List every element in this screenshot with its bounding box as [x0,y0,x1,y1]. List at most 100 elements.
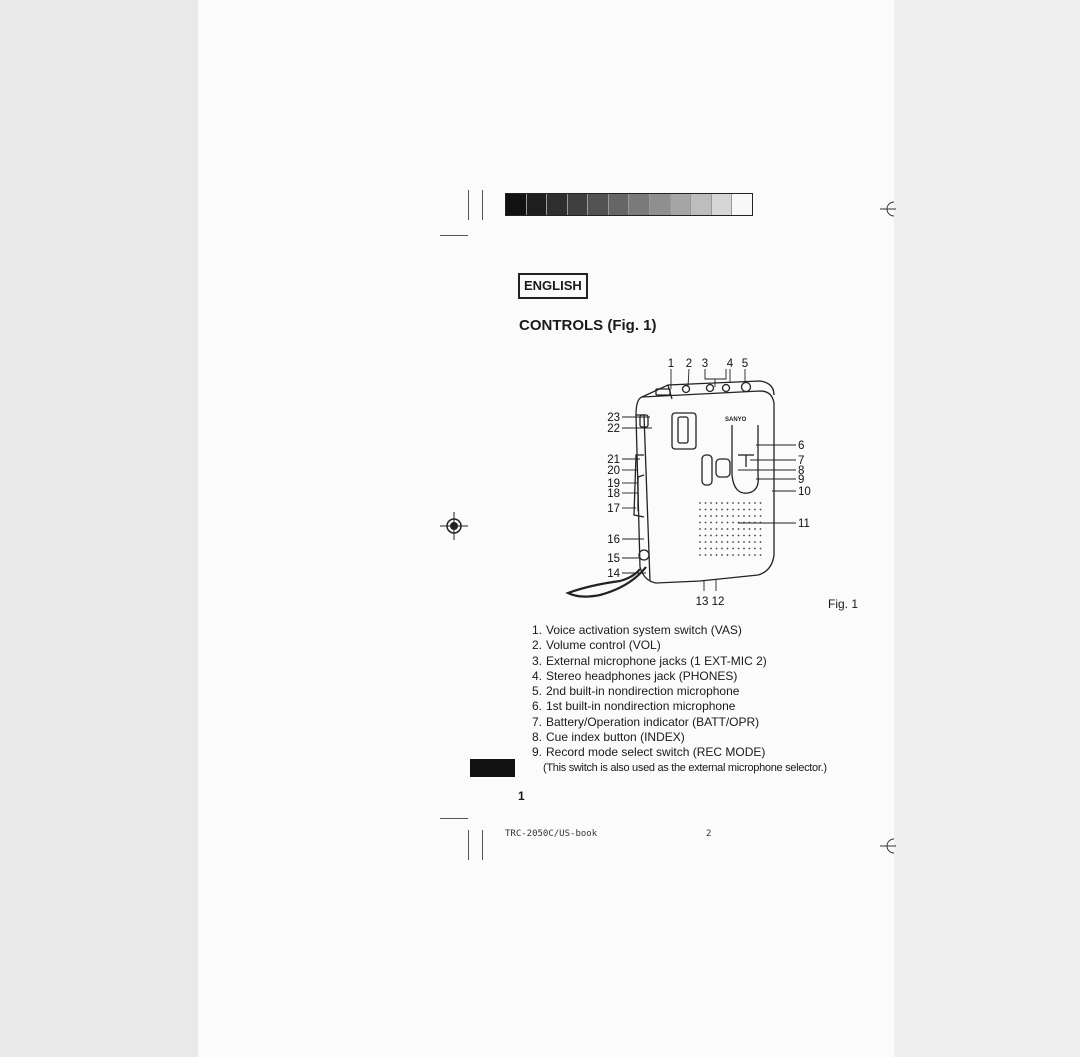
list-item-text: Voice activation system switch (VAS) [546,623,742,637]
speaker-grille-dot [715,528,718,530]
list-item: 1.Voice activation system switch (VAS) [526,623,767,638]
speaker-grille-dot [710,534,712,537]
speaker-grille-dot [759,502,762,504]
speaker-grille-dot [732,554,734,556]
crop-mark [482,190,483,220]
list-item-text: Battery/Operation indicator (BATT/OPR) [546,714,760,729]
speaker-grille-dot [754,554,756,556]
figure-callout-label: 13 12 [696,596,725,608]
list-item: 6.1st built-in nondirection microphone [526,699,767,714]
speaker-grille-dot [726,508,729,511]
list-item-number: 7. [531,714,542,729]
speaker-grille-dot [754,515,756,517]
list-item-number: 2. [531,638,542,653]
footer-page-number: 2 [706,829,712,839]
crop-mark [468,830,469,860]
speaker-grille-dot [732,534,734,537]
scan-background-right [894,0,1080,1057]
speaker-grille-dot [699,508,701,511]
speaker-grille-dot [737,508,740,511]
page-number: 1 [518,789,525,803]
figure-callout-label: 19 [607,478,620,490]
speaker-grille-dot [715,502,718,504]
speaker-grille-dot [704,534,707,537]
speaker-grille-dot [726,502,729,504]
figure-callout-label: 16 [607,534,620,546]
figure-callout-label: 6 [798,440,804,452]
speaker-grille-dot [737,534,740,537]
speaker-grille-dot [737,515,740,517]
speaker-grille-dot [732,508,734,511]
figure-callout-label: 18 [607,488,620,500]
grayscale-calibration-bar [505,193,753,216]
list-item: 8.Cue index button (INDEX) [526,730,767,745]
speaker-grille-dot [704,541,707,543]
speaker-grille-dot [704,521,707,524]
speaker-grille-dot [721,547,723,550]
speaker-grille-dot [748,528,751,530]
speaker-grille-dot [759,515,762,517]
speaker-grille-dot [721,515,723,517]
speaker-grille-dot [715,521,718,524]
speaker-grille-dot [748,534,751,537]
speaker-grille-dot [754,534,756,537]
speaker-grille-dot [704,508,707,511]
speaker-grille-dot [710,541,712,543]
list-item: 2. Volume control (VOL) [526,638,767,653]
figure-callout-label: 3 [702,358,708,370]
list-item-number: 6. [531,699,542,714]
list-item: 3.External microphone jacks (1 EXT-MIC 2… [526,654,767,669]
speaker-grille-dot [699,547,701,550]
speaker-grille-dot [743,502,745,504]
list-item-text: Record mode select switch (REC MODE) [546,745,766,760]
list-item-number: 8. [531,730,542,745]
calibration-swatch [629,194,651,215]
figure-callout-label: 7 [798,455,804,467]
figure-callout-label: 1 [668,358,674,370]
figure-callout-label: 4 [727,358,734,370]
list-item-text: Volume control (VOL) [546,638,661,653]
speaker-grille-dot [726,554,729,556]
speaker-grille-dot [743,534,745,537]
list-item-number: 3. [531,653,542,668]
speaker-grille-dot [710,508,712,511]
calibration-swatch [608,194,630,215]
figure-callout-label: 20 [607,465,620,477]
speaker-grille-dot [721,541,723,543]
speaker-grille-dot [726,534,729,537]
section-title: CONTROLS (Fig. 1) [519,317,657,334]
speaker-grille-dot [721,528,723,530]
speaker-grille-dot [748,547,751,550]
speaker-grille-dot [710,547,712,550]
crop-mark [482,830,483,860]
calibration-swatch [526,194,548,215]
speaker-grille-dot [759,541,762,543]
crop-mark [440,235,468,236]
calibration-swatch [732,194,752,215]
speaker-grille-dot [759,554,762,556]
speaker-grille-dot [715,515,718,517]
speaker-grille-dot [726,515,729,517]
list-item: 9. Record mode select switch (REC MODE) [526,745,767,760]
speaker-grille-dot [710,502,712,504]
speaker-grille-dot [721,508,723,511]
speaker-grille-dot [715,534,718,537]
list-item-number: 9. [531,745,542,760]
speaker-grille-dot [699,502,701,504]
list-item-number: 4. [531,668,542,683]
speaker-grille-dot [754,528,756,530]
figure-callout-label: 5 [742,358,748,370]
speaker-grille-dot [748,508,751,511]
calibration-swatch [588,194,609,215]
speaker-grille-dot [726,541,729,543]
speaker-grille-dot [759,534,762,537]
speaker-grille-dot [726,521,729,524]
calibration-swatch [670,194,692,215]
speaker-grille-dot [743,508,745,511]
calibration-swatch [691,194,712,215]
speaker-grille-dot [699,515,701,517]
speaker-grille-dot [704,515,707,517]
speaker-grille-dot [704,502,707,504]
speaker-grille-dot [721,554,723,556]
controls-list: 1.Voice activation system switch (VAS)2.… [526,623,767,761]
